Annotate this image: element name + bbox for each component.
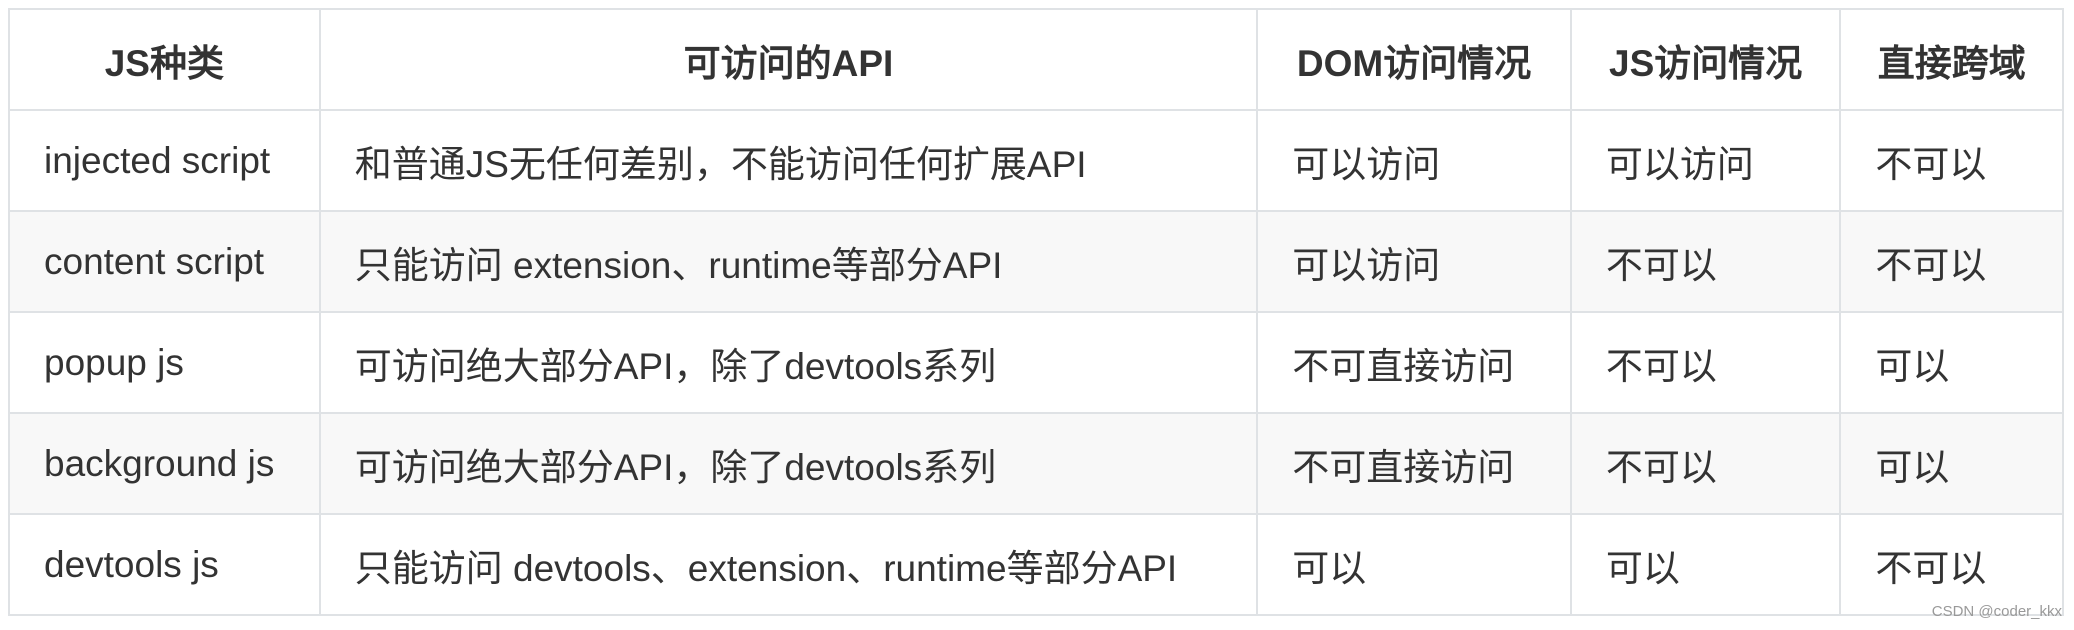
cell-dom-access: 可以访问	[1256, 109, 1572, 212]
cell-dom-access: 可以	[1256, 513, 1572, 616]
cell-cross-origin: 不可以	[1839, 513, 2064, 616]
header-dom-access: DOM访问情况	[1256, 8, 1572, 111]
cell-accessible-api: 只能访问 extension、runtime等部分API	[318, 210, 1259, 313]
cell-js-access: 可以访问	[1569, 109, 1842, 212]
cell-js-type: injected script	[8, 109, 321, 212]
cell-accessible-api: 可访问绝大部分API，除了devtools系列	[318, 412, 1259, 515]
cell-cross-origin: 不可以	[1839, 109, 2064, 212]
cell-js-type: content script	[8, 210, 321, 313]
cell-js-access: 不可以	[1569, 412, 1842, 515]
header-row: JS种类 可访问的API DOM访问情况 JS访问情况 直接跨域	[8, 8, 2064, 111]
cell-cross-origin: 可以	[1839, 412, 2064, 515]
cell-js-type: devtools js	[8, 513, 321, 616]
header-js-type: JS种类	[8, 8, 321, 111]
cell-dom-access: 不可直接访问	[1256, 412, 1572, 515]
cell-js-access: 不可以	[1569, 311, 1842, 414]
cell-js-type: background js	[8, 412, 321, 515]
cell-accessible-api: 只能访问 devtools、extension、runtime等部分API	[318, 513, 1259, 616]
cell-accessible-api: 和普通JS无任何差别，不能访问任何扩展API	[318, 109, 1259, 212]
js-types-table: JS种类 可访问的API DOM访问情况 JS访问情况 直接跨域 injecte…	[8, 8, 2064, 616]
cell-dom-access: 可以访问	[1256, 210, 1572, 313]
cell-cross-origin: 可以	[1839, 311, 2064, 414]
cell-js-type: popup js	[8, 311, 321, 414]
cell-dom-access: 不可直接访问	[1256, 311, 1572, 414]
cell-accessible-api: 可访问绝大部分API，除了devtools系列	[318, 311, 1259, 414]
header-cross-origin: 直接跨域	[1839, 8, 2064, 111]
watermark: CSDN @coder_kkx	[1931, 603, 2062, 620]
cell-js-access: 可以	[1569, 513, 1842, 616]
cell-cross-origin: 不可以	[1839, 210, 2064, 313]
cell-js-access: 不可以	[1569, 210, 1842, 313]
header-js-access: JS访问情况	[1569, 8, 1842, 111]
header-accessible-api: 可访问的API	[318, 8, 1259, 111]
